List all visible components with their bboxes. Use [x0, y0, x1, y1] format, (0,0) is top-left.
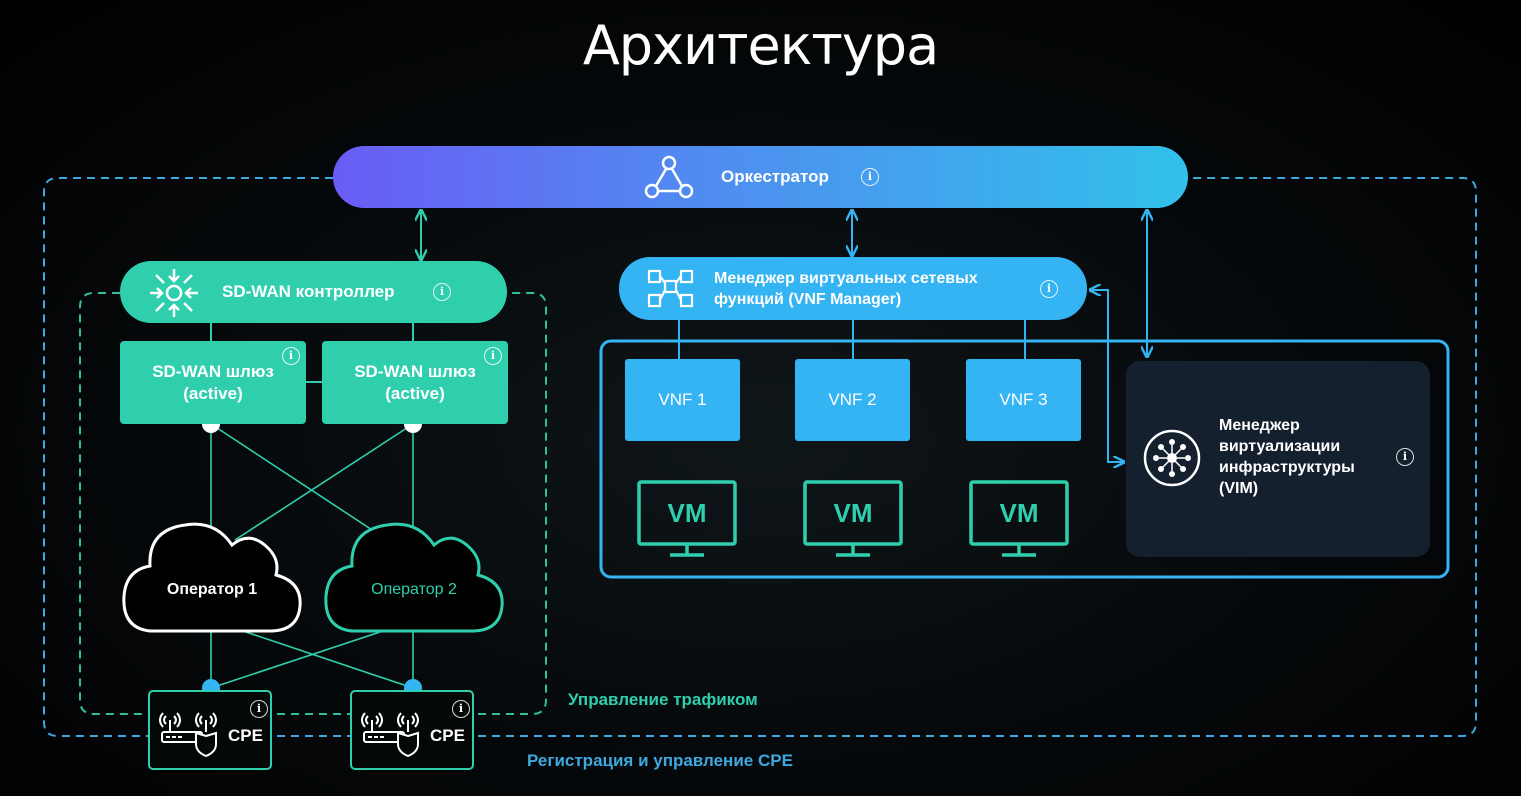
vnf-node[interactable]: VNF 1 — [625, 359, 740, 441]
cpe-router-icon — [159, 712, 217, 758]
vnf-label: VNF 1 — [658, 390, 707, 409]
cpe-router-icon — [361, 712, 419, 758]
operator-2-label: Оператор 2 — [371, 581, 457, 598]
vnf-node[interactable]: VNF 3 — [966, 359, 1081, 441]
cpe-management-boundary — [43, 177, 1477, 737]
vim-label: (VIM) — [1219, 480, 1259, 497]
operator-1-cloud — [122, 522, 302, 633]
vim-icon — [1143, 429, 1201, 487]
vm-monitor-icon — [803, 480, 903, 557]
info-icon[interactable]: i — [282, 347, 300, 365]
vnf-label: VNF 3 — [999, 390, 1048, 409]
cpe-label: CPE — [228, 726, 263, 745]
orchestrator-node[interactable]: Оркестратор i — [333, 146, 1188, 208]
vnf-manager-node[interactable]: Менеджер виртуальных сетевых функций (VN… — [619, 257, 1087, 320]
vnf-manager-label: Менеджер виртуальных сетевых — [714, 270, 978, 287]
sdwan-controller-node[interactable]: SD-WAN контроллер i — [120, 261, 507, 323]
info-icon[interactable]: i — [250, 700, 268, 718]
operator-cpe-mesh — [210, 629, 414, 689]
vim-label: Менеджер — [1219, 417, 1300, 434]
operator-1-label: Оператор 1 — [166, 581, 258, 598]
vnf-label: VNF 2 — [828, 390, 877, 409]
cpe-management-label: Регистрация и управление CPE — [527, 751, 793, 770]
orchestrator-label: Оркестратор — [721, 167, 829, 186]
info-icon[interactable]: i — [452, 700, 470, 718]
info-icon[interactable]: i — [861, 168, 879, 186]
controller-label: SD-WAN контроллер — [222, 282, 395, 301]
vm-monitor-icon — [969, 480, 1069, 557]
info-icon[interactable]: i — [1396, 448, 1414, 466]
cpe-node[interactable]: CPE i — [148, 690, 272, 770]
vnf-manager-icon — [647, 269, 694, 308]
gateway-label: SD-WAN шлюз — [354, 361, 476, 381]
vim-label: инфраструктуры — [1219, 459, 1355, 476]
controller-icon — [150, 269, 198, 317]
info-icon[interactable]: i — [484, 347, 502, 365]
vim-label: виртуализации — [1219, 438, 1341, 455]
vm-monitor-icon — [637, 480, 737, 557]
vim-node[interactable]: Менеджер виртуализации инфраструктуры (V… — [1126, 361, 1430, 557]
traffic-management-label: Управление трафиком — [568, 690, 758, 709]
vm-label: VM — [833, 497, 873, 528]
vm-label: VM — [667, 497, 707, 528]
info-icon[interactable]: i — [1040, 280, 1058, 298]
vnfm-vim-arrow — [1090, 290, 1124, 462]
vnf-manager-sublabel: функций (VNF Manager) — [714, 291, 902, 308]
info-icon[interactable]: i — [433, 283, 451, 301]
gateway-label: SD-WAN шлюз — [152, 361, 274, 381]
gateway-status: (active) — [385, 383, 445, 403]
traffic-management-boundary — [79, 292, 547, 715]
cpe-node[interactable]: CPE i — [350, 690, 474, 770]
gateway-status: (active) — [183, 383, 243, 403]
gateway-operator-mesh — [210, 423, 414, 546]
vnf-node[interactable]: VNF 2 — [795, 359, 910, 441]
vm-label: VM — [999, 497, 1039, 528]
orchestrator-icon — [644, 155, 694, 199]
operator-2-cloud — [324, 522, 504, 633]
sdwan-gateway-node[interactable]: SD-WAN шлюз (active) i — [120, 341, 306, 424]
page-title: Архитектура — [582, 14, 939, 77]
cpe-label: CPE — [430, 726, 465, 745]
sdwan-gateway-node[interactable]: SD-WAN шлюз (active) i — [322, 341, 508, 424]
